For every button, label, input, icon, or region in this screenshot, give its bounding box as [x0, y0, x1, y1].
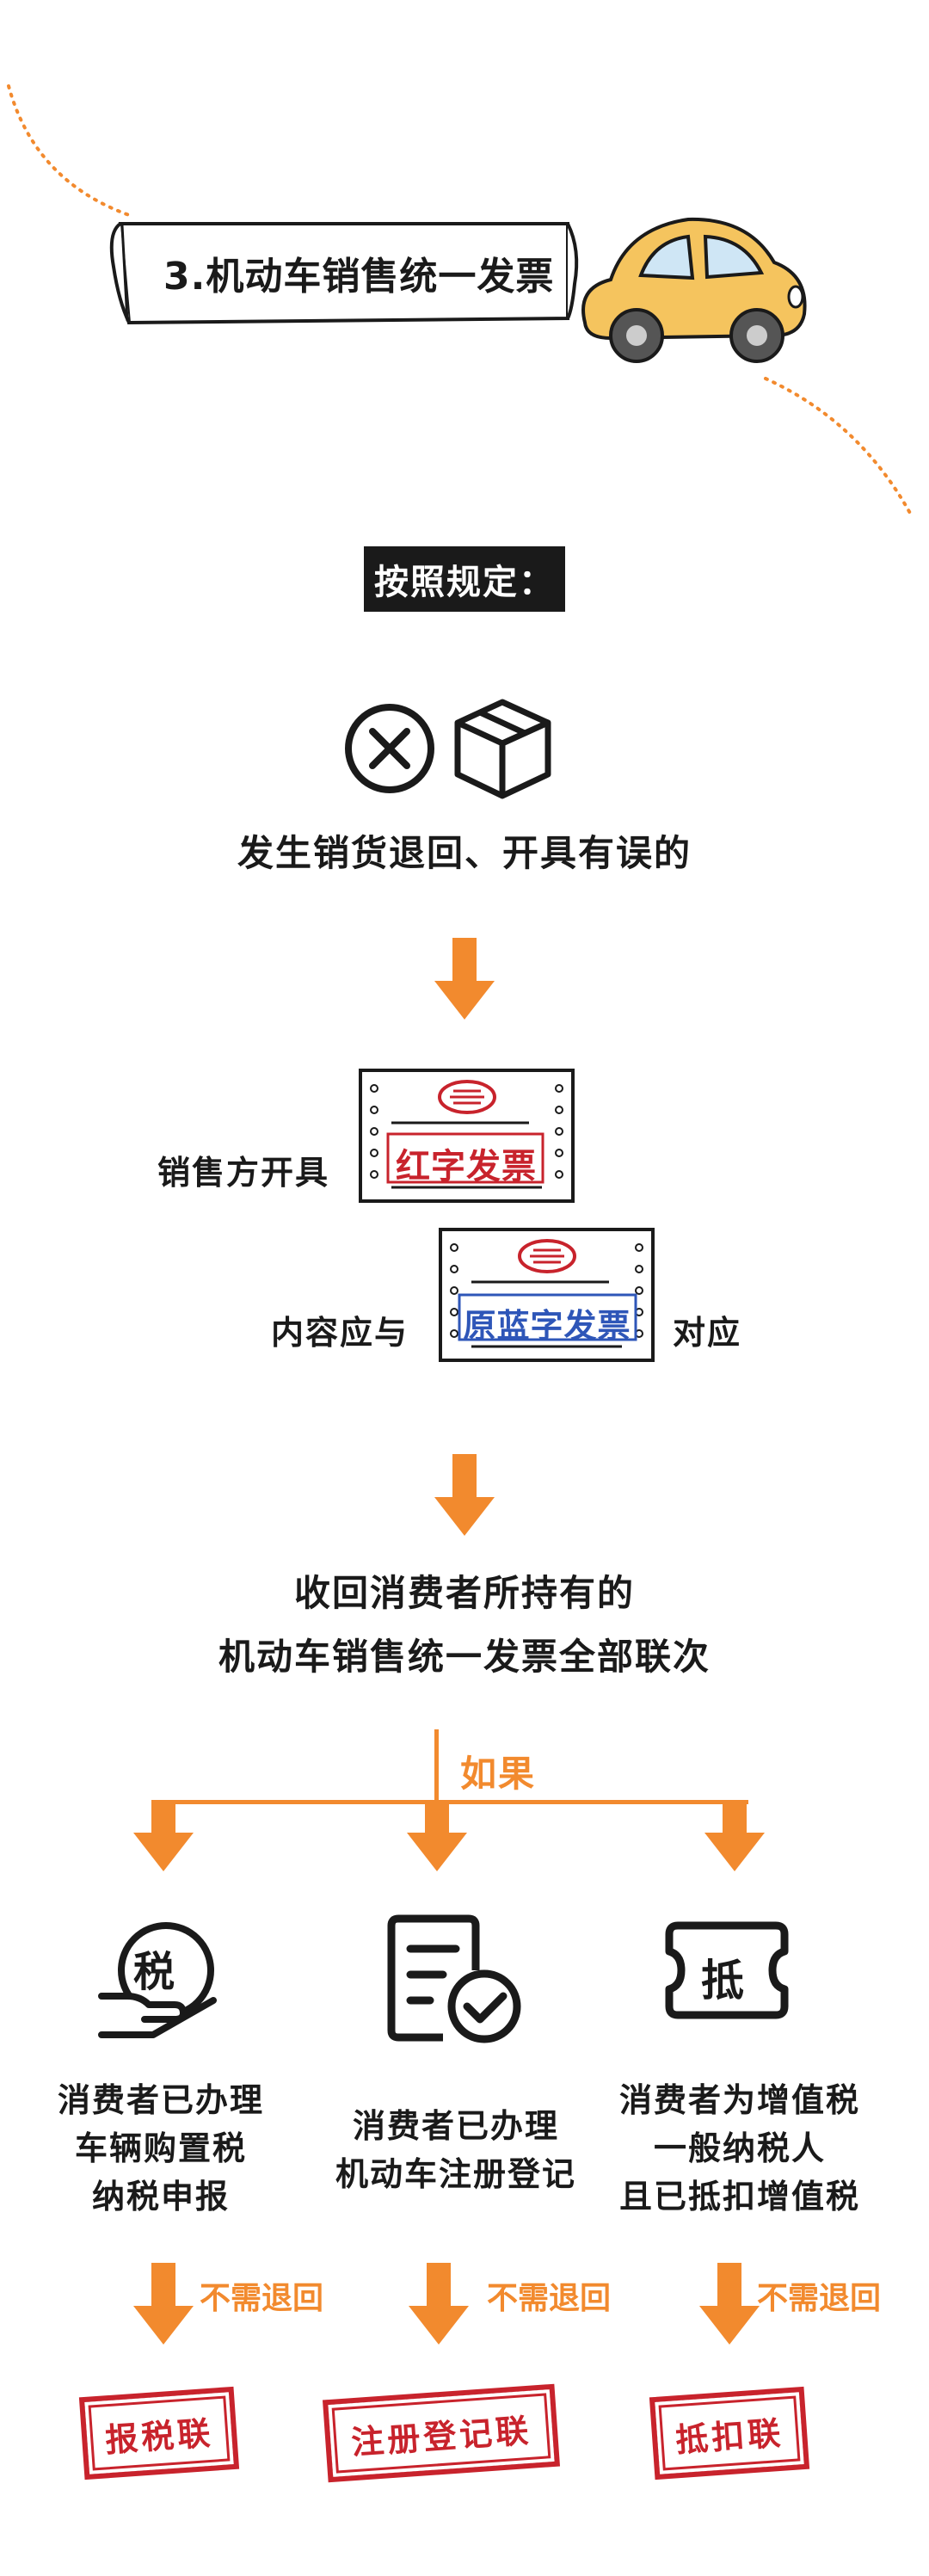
- branch-3-line-2: 一般纳税人: [653, 2129, 826, 2167]
- cancel-icon: [345, 704, 434, 793]
- step1-text: 发生销货退回、开具有误的: [237, 832, 692, 874]
- deduction-ticket-icon: [665, 1921, 789, 2019]
- branch-2-no-return: 不需退回: [487, 2281, 612, 2316]
- rule-tag-text: 按照规定：: [374, 563, 555, 602]
- stamp-registration-copy-text: 注册登记联: [349, 2411, 533, 2462]
- red-invoice-icon: [359, 1069, 575, 1203]
- red-invoice-text: 红字发票: [396, 1147, 537, 1186]
- branch-1-line-2: 车辆购置税: [74, 2129, 247, 2167]
- branch-2-line-1: 消费者已办理: [352, 2107, 559, 2145]
- arrow-down-icon: [699, 2263, 760, 2345]
- car-icon: [581, 217, 807, 363]
- tax-icon-glyph: 税: [133, 1948, 175, 1996]
- match-label: 对应: [673, 1314, 742, 1352]
- branch-3-no-return: 不需退回: [757, 2281, 882, 2316]
- header-title: 3.机动车销售统一发票: [163, 255, 555, 299]
- scroll-banner: [109, 222, 579, 325]
- stamp-registration-copy: 注册登记联: [322, 2383, 561, 2483]
- stamp-deduction-copy-text: 抵扣联: [674, 2413, 785, 2459]
- branch-3-line-1: 消费者为增值税: [618, 2081, 860, 2119]
- document-check-icon: [387, 1914, 521, 2043]
- tax-hand-icon: [98, 1922, 217, 2038]
- branch-1-no-return: 不需退回: [200, 2281, 324, 2316]
- branch-1-line-3: 纳税申报: [91, 2178, 230, 2215]
- stamp-tax-copy-text: 报税联: [103, 2413, 215, 2459]
- rule-tag: 按照规定：: [364, 546, 565, 612]
- arrow-down-icon: [133, 2263, 194, 2345]
- arrow-down-icon: [434, 938, 495, 1020]
- branch-2-line-2: 机动车注册登记: [335, 2155, 576, 2193]
- branch-label: 如果: [460, 1753, 537, 1795]
- dotted-curve-top-right: [764, 377, 914, 518]
- arrow-down-icon: [409, 2263, 469, 2345]
- blue-invoice-text: 原蓝字发票: [463, 1307, 631, 1345]
- branch-connector: [133, 1729, 765, 1871]
- blue-invoice-icon: [439, 1228, 655, 1362]
- stamp-tax-copy: 报税联: [78, 2386, 240, 2480]
- branch-3-line-3: 且已抵扣增值税: [618, 2178, 860, 2215]
- deduction-icon-glyph: 抵: [701, 1956, 744, 2006]
- step3-line1: 收回消费者所持有的: [293, 1572, 635, 1614]
- branch-1-line-1: 消费者已办理: [57, 2081, 264, 2119]
- stamp-deduction-copy: 抵扣联: [649, 2386, 810, 2480]
- seller-label: 销售方开具: [157, 1154, 330, 1192]
- arrow-down-icon: [434, 1454, 495, 1536]
- package-box-icon: [454, 699, 551, 799]
- step3-line2: 机动车销售统一发票全部联次: [218, 1636, 711, 1678]
- content-label: 内容应与: [271, 1314, 409, 1352]
